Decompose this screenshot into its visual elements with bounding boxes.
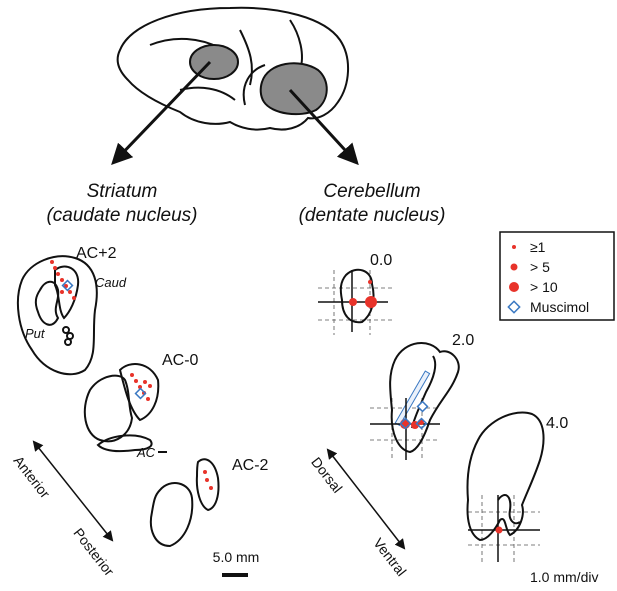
site-dot	[143, 380, 147, 384]
section-outline	[16, 255, 98, 376]
legend-marker-medium	[510, 263, 518, 271]
site-dot	[134, 379, 138, 383]
site-dot	[205, 478, 209, 482]
brain-outline	[116, 6, 350, 131]
muscimol-diamond	[399, 417, 412, 430]
legend: ≥1 > 5 > 10 Muscimol	[499, 231, 615, 321]
section-ac-0	[83, 363, 160, 453]
label-level-4: 4.0	[546, 415, 568, 432]
recording-sites-ac-minus2	[203, 470, 213, 490]
muscimol-diamond	[415, 417, 428, 430]
label-posterior: Posterior	[70, 525, 117, 579]
muscimol-diamond	[416, 400, 429, 413]
label-put: Put	[25, 326, 46, 341]
dentate-outline	[389, 341, 460, 454]
brain-illustration	[116, 6, 350, 131]
striatum-arrow	[111, 60, 212, 166]
recording-sites-ac-0	[130, 373, 152, 401]
site-dot	[368, 280, 372, 284]
legend-label: Muscimol	[530, 299, 589, 315]
brain-sulcus	[242, 64, 266, 106]
cerebellum-arrow	[288, 88, 359, 166]
site-dot	[365, 296, 377, 308]
cerebellum-heading: Cerebellum	[323, 181, 420, 202]
site-dot	[56, 272, 60, 276]
grid-lines	[468, 495, 540, 562]
cerebellum-subheading: (dentate nucleus)	[299, 205, 446, 226]
section-level-4	[466, 411, 545, 562]
site-dot	[495, 526, 503, 534]
label-anterior: Anterior	[11, 453, 54, 502]
dentate-fold	[497, 494, 521, 525]
cerebellum-grid-label: 1.0 mm/div	[530, 569, 598, 585]
section-outline	[195, 458, 220, 512]
legend-label: > 5	[530, 259, 550, 275]
site-dot	[203, 470, 207, 474]
legend-marker-small	[512, 245, 516, 249]
site-dot	[60, 278, 64, 282]
label-ac-0: AC-0	[162, 352, 199, 369]
label-dorsal: Dorsal	[308, 454, 346, 496]
muscimol-diamond	[134, 387, 147, 400]
caudate-outline	[118, 363, 160, 422]
site-dot	[50, 260, 54, 264]
label-ventral: Ventral	[370, 535, 409, 579]
striatum-scale-label: 5.0 mm	[213, 549, 260, 565]
label-ac-minus2: AC-2	[232, 457, 269, 474]
label-ac: AC	[136, 445, 156, 460]
cerebellum-region	[259, 62, 328, 116]
site-dot	[349, 298, 357, 306]
site-dot	[68, 290, 72, 294]
site-dot	[209, 486, 213, 490]
label-caud: Caud	[95, 275, 127, 290]
caudate-outline	[54, 265, 80, 320]
label-ac-plus2: AC+2	[76, 245, 117, 262]
striatum-heading: Striatum	[87, 181, 158, 202]
label-level-2: 2.0	[452, 332, 474, 349]
brain-sulcus	[179, 86, 236, 101]
dorsal-ventral-arrow	[326, 448, 406, 550]
striatum-subheading: (caudate nucleus)	[46, 205, 197, 226]
site-dot	[60, 290, 64, 294]
anterior-posterior-arrow	[32, 440, 114, 542]
legend-label: > 10	[530, 279, 558, 295]
ventral-outline	[96, 434, 153, 453]
muscimol-diamond	[61, 279, 74, 292]
site-dot	[148, 384, 152, 388]
legend-marker-diamond	[507, 300, 521, 314]
section-outline	[83, 374, 134, 443]
section-ac-plus2	[16, 255, 98, 376]
section-level-2	[370, 341, 460, 460]
label-level-0: 0.0	[370, 252, 392, 269]
brain-sulcus	[239, 29, 253, 86]
section-level-0	[318, 268, 392, 335]
electrode-track	[394, 370, 431, 427]
section-outline	[150, 482, 194, 548]
section-ac-minus2	[150, 458, 220, 548]
dentate-outline	[339, 268, 375, 324]
legend-marker-large	[509, 282, 519, 292]
striatal-bridge	[64, 338, 72, 346]
striatal-bridge	[62, 326, 70, 334]
site-dot	[53, 266, 57, 270]
site-dot	[72, 296, 76, 300]
recording-sites-ac-plus2	[50, 260, 76, 300]
putamen-outline	[34, 280, 60, 326]
dentate-fold	[411, 355, 437, 429]
site-dot	[146, 397, 150, 401]
dentate-outline	[466, 411, 545, 542]
legend-label: ≥1	[530, 239, 546, 255]
site-dot	[130, 373, 134, 377]
